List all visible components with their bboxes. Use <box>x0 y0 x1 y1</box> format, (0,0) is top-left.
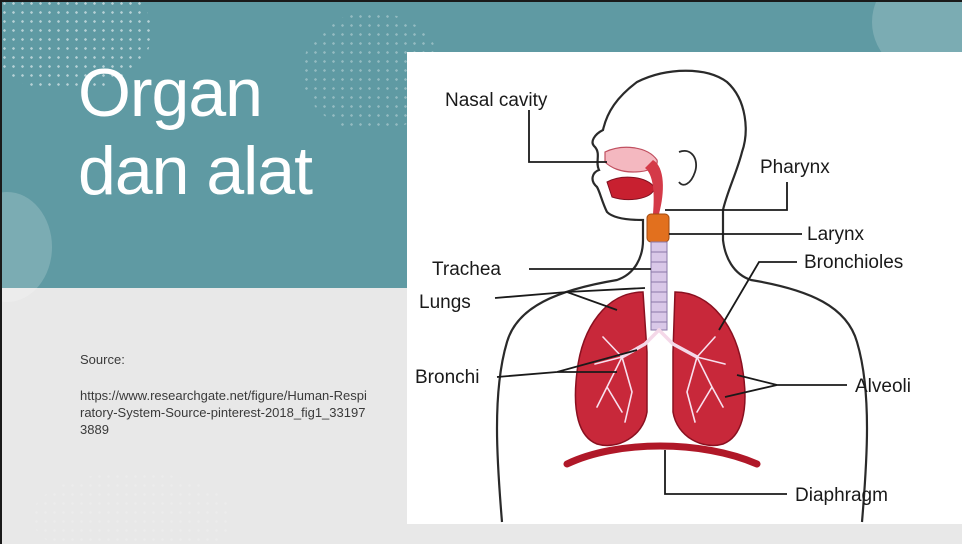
title-line-2: dan alat <box>78 132 312 210</box>
mouth-shape <box>607 177 655 199</box>
label-diaphragm: Diaphragm <box>795 485 888 506</box>
label-nasal-cavity: Nasal cavity <box>445 90 548 111</box>
diaphragm-shape <box>567 446 757 464</box>
label-lungs: Lungs <box>419 292 471 313</box>
decorative-dots <box>32 472 232 544</box>
label-trachea: Trachea <box>432 259 501 280</box>
source-url: https://www.researchgate.net/figure/Huma… <box>80 387 370 438</box>
label-bronchi: Bronchi <box>415 367 479 388</box>
label-bronchioles: Bronchioles <box>804 252 903 273</box>
label-alveoli: Alveoli <box>855 376 911 397</box>
left-lung <box>575 292 647 445</box>
decorative-blob <box>0 192 52 302</box>
leader-bronchioles <box>719 262 797 330</box>
label-larynx: Larynx <box>807 224 865 245</box>
respiratory-system-diagram: Nasal cavity Pharynx Larynx Trachea Bron… <box>407 52 962 524</box>
title-line-1: Organ <box>78 54 312 132</box>
right-lung <box>673 292 745 445</box>
slide-title: Organ dan alat <box>78 54 312 210</box>
source-label: Source: <box>80 352 125 367</box>
larynx-shape <box>647 214 669 242</box>
trachea-shape <box>651 242 667 330</box>
label-pharynx: Pharynx <box>760 157 830 178</box>
ear-outline <box>679 151 696 185</box>
